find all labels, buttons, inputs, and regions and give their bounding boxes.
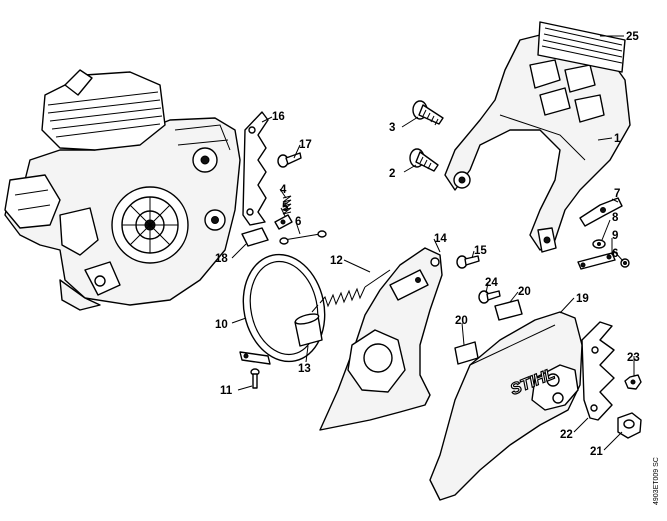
callout-5: 5: [282, 202, 289, 214]
callout-4: 4: [280, 184, 287, 196]
callout-25: 25: [626, 31, 639, 43]
sprocket-cover-19: STIHL: [429, 311, 583, 501]
pad-20a: [494, 299, 523, 321]
leader-lines: [231, 35, 635, 451]
callout-6a: 6: [295, 216, 301, 228]
callout-8: 8: [612, 212, 619, 224]
callout-20a: 20: [518, 286, 531, 298]
nut-23: [624, 374, 642, 390]
callout-13: 13: [298, 363, 311, 375]
callout-16: 16: [272, 111, 285, 123]
brake-lever-7: [579, 197, 623, 227]
callout-18: 18: [215, 253, 228, 265]
callout-11: 11: [220, 385, 233, 397]
callout-24: 24: [485, 277, 498, 289]
pin-5: [274, 214, 293, 230]
screw-24: [478, 290, 501, 304]
callout-19: 19: [576, 293, 589, 305]
washer-8: [592, 239, 606, 249]
wire-6a: [279, 230, 327, 245]
callout-22: 22: [560, 429, 573, 441]
screw-15: [456, 255, 480, 269]
chain-brake-hand-guard: [444, 29, 631, 253]
link-9: [577, 252, 616, 270]
screw-11: [250, 368, 260, 389]
screw-3: [412, 100, 444, 126]
callout-6b: 6: [612, 248, 618, 260]
callout-15: 15: [474, 245, 487, 257]
pad-20b: [454, 341, 479, 365]
brake-housing-14: [319, 247, 443, 431]
sleeve-13: [294, 313, 323, 347]
callout-12: 12: [330, 255, 343, 267]
pad-18: [241, 227, 269, 247]
callout-20b: 20: [455, 315, 468, 327]
callout-21: 21: [590, 446, 603, 458]
spring-12: [311, 269, 391, 313]
screw-17: [277, 152, 302, 168]
brake-band-10: [239, 253, 326, 365]
engine-assembly: [4, 69, 241, 311]
callout-labels: 25 1 2 3 4 5 6 7 8 9 6 10 11 12 13 14 15…: [215, 31, 640, 458]
callout-23: 23: [627, 352, 640, 364]
hand-guard-grip-plate: [537, 21, 626, 73]
callout-2: 2: [389, 168, 395, 180]
callout-17: 17: [299, 139, 312, 151]
guide-plate-22: [581, 321, 615, 421]
callout-14: 14: [434, 233, 447, 245]
callout-10: 10: [215, 319, 228, 331]
drawing-code: 4903ET009 SC: [653, 457, 660, 505]
nut-21: [617, 412, 642, 439]
shield-16: [242, 111, 269, 226]
callout-1: 1: [614, 133, 621, 145]
spring-4: [282, 195, 292, 215]
screw-2: [409, 148, 439, 172]
callout-7: 7: [614, 188, 620, 200]
callout-9: 9: [612, 230, 618, 242]
callout-3: 3: [389, 122, 395, 134]
